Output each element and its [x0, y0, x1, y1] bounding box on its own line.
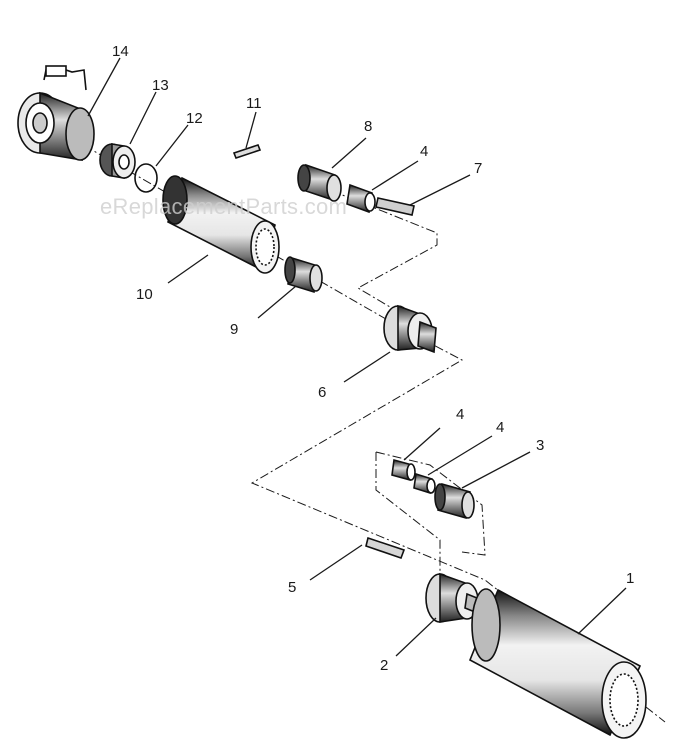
- part-3-gear: [434, 482, 475, 520]
- callout-1: 1: [626, 570, 634, 587]
- part-12-retaining-ring: [134, 163, 158, 193]
- callout-8: 8: [364, 118, 372, 135]
- callout-3: 3: [536, 437, 544, 454]
- part-4-sleeve-lower-a: [391, 458, 416, 482]
- callout-13: 13: [152, 77, 169, 94]
- part-14-end-cap: [17, 65, 95, 161]
- leader-lines: [87, 57, 627, 657]
- part-9-sun-gear: [284, 256, 323, 294]
- callout-10: 10: [136, 286, 153, 303]
- callout-7: 7: [474, 160, 482, 177]
- callout-labels: 14 13 12 11 8 4 7 10 9 6 4 4 3 5 2 1: [112, 43, 634, 674]
- callout-6: 6: [318, 384, 326, 401]
- part-11-pin: [232, 144, 262, 159]
- callout-4-lower-a: 4: [456, 406, 464, 423]
- watermark-text: eReplacementParts.com: [100, 194, 347, 219]
- callout-5: 5: [288, 579, 296, 596]
- callout-2: 2: [380, 657, 388, 674]
- callout-11: 11: [246, 95, 262, 112]
- part-1-outer-housing: [468, 588, 647, 739]
- callout-4-upper: 4: [420, 143, 428, 160]
- callout-4-lower-b: 4: [496, 419, 504, 436]
- callout-12: 12: [186, 110, 203, 127]
- part-7-shaft-pin: [375, 197, 415, 216]
- part-8-gear: [297, 163, 342, 202]
- part-13-bearing: [99, 143, 136, 179]
- part-10-ring-gear-housing: [162, 175, 280, 274]
- callout-14: 14: [112, 43, 129, 60]
- part-6-planet-carrier: [383, 304, 437, 354]
- callout-9: 9: [230, 321, 238, 338]
- part-4-sleeve-upper: [346, 183, 376, 214]
- part-5-long-pin: [365, 536, 406, 560]
- part-4-sleeve-lower-b: [413, 472, 436, 495]
